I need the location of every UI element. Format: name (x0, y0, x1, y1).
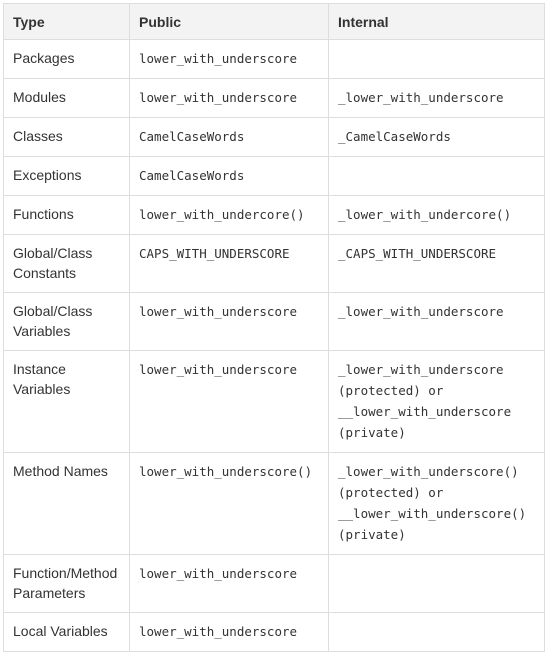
cell-line: lower_with_underscore (139, 51, 298, 66)
cell-line: lower_with_underscore (139, 566, 298, 581)
cell-line: (private) (338, 527, 406, 542)
internal-cell: _lower_with_underscore() (protected) or __… (328, 452, 545, 555)
public-cell: CamelCaseWords (129, 117, 329, 157)
public-cell: lower_with_underscore (129, 612, 329, 652)
cell-line: Variables (13, 381, 71, 397)
table-row: Modules lower_with_underscore _lower_with_… (3, 78, 545, 118)
cell-line: Exceptions (13, 167, 82, 183)
cell-line: lower_with_undercore() (139, 207, 305, 222)
table-row: Functions lower_with_undercore() _lower_wi… (3, 195, 545, 235)
cell-line: Global/Class (13, 245, 93, 261)
table-row: Packages lower_with_underscore (3, 39, 545, 79)
cell-line: Local Variables (13, 623, 108, 639)
cell-line: (protected) or (338, 383, 444, 398)
public-cell: lower_with_underscore() (129, 452, 329, 555)
type-cell: Classes (3, 117, 130, 157)
cell-line: _lower_with_undercore() (338, 207, 512, 222)
cell-line: _lower_with_underscore (338, 362, 504, 377)
cell-line: Global/Class (13, 303, 93, 319)
cell-line: (protected) or (338, 485, 444, 500)
public-cell: lower_with_underscore (129, 292, 329, 351)
type-cell: Functions (3, 195, 130, 235)
cell-line: CamelCaseWords (139, 168, 245, 183)
internal-cell (328, 156, 545, 196)
type-cell: Modules (3, 78, 130, 118)
table-row: Classes CamelCaseWords _CamelCaseWords (3, 117, 545, 157)
cell-line: _lower_with_underscore (338, 304, 504, 319)
cell-line: Function/Method (13, 565, 118, 581)
cell-line: lower_with_underscore (139, 90, 298, 105)
internal-cell: _lower_with_underscore (328, 78, 545, 118)
cell-line: CAPS_WITH_UNDERSCORE (139, 246, 290, 261)
public-cell: lower_with_undercore() (129, 195, 329, 235)
cell-line: Instance (13, 361, 66, 377)
internal-cell (328, 39, 545, 79)
table-row: Local Variables lower_with_underscore (3, 612, 545, 652)
type-cell: Method Names (3, 452, 130, 555)
table-row: Exceptions CamelCaseWords (3, 156, 545, 196)
type-cell: Packages (3, 39, 130, 79)
cell-line: Parameters (13, 585, 86, 601)
internal-cell: _CAPS_WITH_UNDERSCORE (328, 234, 545, 293)
public-cell: CAPS_WITH_UNDERSCORE (129, 234, 329, 293)
internal-cell: _CamelCaseWords (328, 117, 545, 157)
cell-line: Modules (13, 89, 66, 105)
header-row: Type Public Internal (3, 3, 545, 40)
type-cell: Exceptions (3, 156, 130, 196)
header-public: Public (129, 3, 329, 40)
cell-line: _CamelCaseWords (338, 129, 451, 144)
naming-conventions-table: Type Public Internal Packages lower_with_… (3, 3, 545, 652)
cell-line: lower_with_underscore (139, 304, 298, 319)
cell-line: _CAPS_WITH_UNDERSCORE (338, 246, 497, 261)
cell-line: Method Names (13, 463, 108, 479)
type-cell: Local Variables (3, 612, 130, 652)
internal-cell (328, 554, 545, 613)
header-internal: Internal (328, 3, 545, 40)
cell-line: Packages (13, 50, 75, 66)
cell-line: Functions (13, 206, 74, 222)
cell-line: __lower_with_underscore (338, 404, 512, 419)
public-cell: lower_with_underscore (129, 350, 329, 453)
public-cell: lower_with_underscore (129, 39, 329, 79)
cell-line: lower_with_underscore (139, 624, 298, 639)
public-cell: lower_with_underscore (129, 78, 329, 118)
cell-line: __lower_with_underscore() (338, 506, 527, 521)
cell-line: Classes (13, 128, 63, 144)
cell-line: Constants (13, 265, 77, 281)
internal-cell (328, 612, 545, 652)
public-cell: lower_with_underscore (129, 554, 329, 613)
cell-line: (private) (338, 425, 406, 440)
cell-line: lower_with_underscore (139, 362, 298, 377)
internal-cell: _lower_with_underscore (protected) or __lo… (328, 350, 545, 453)
cell-line: lower_with_underscore() (139, 464, 313, 479)
table-header: Type Public Internal (3, 3, 545, 40)
cell-line: _lower_with_underscore (338, 90, 504, 105)
cell-line: CamelCaseWords (139, 129, 245, 144)
public-cell: CamelCaseWords (129, 156, 329, 196)
cell-line: Variables (13, 323, 71, 339)
cell-line: _lower_with_underscore() (338, 464, 519, 479)
internal-cell: _lower_with_underscore (328, 292, 545, 351)
table-row: Method Names lower_with_underscore() _lowe… (3, 452, 545, 555)
header-type: Type (3, 3, 130, 40)
internal-cell: _lower_with_undercore() (328, 195, 545, 235)
